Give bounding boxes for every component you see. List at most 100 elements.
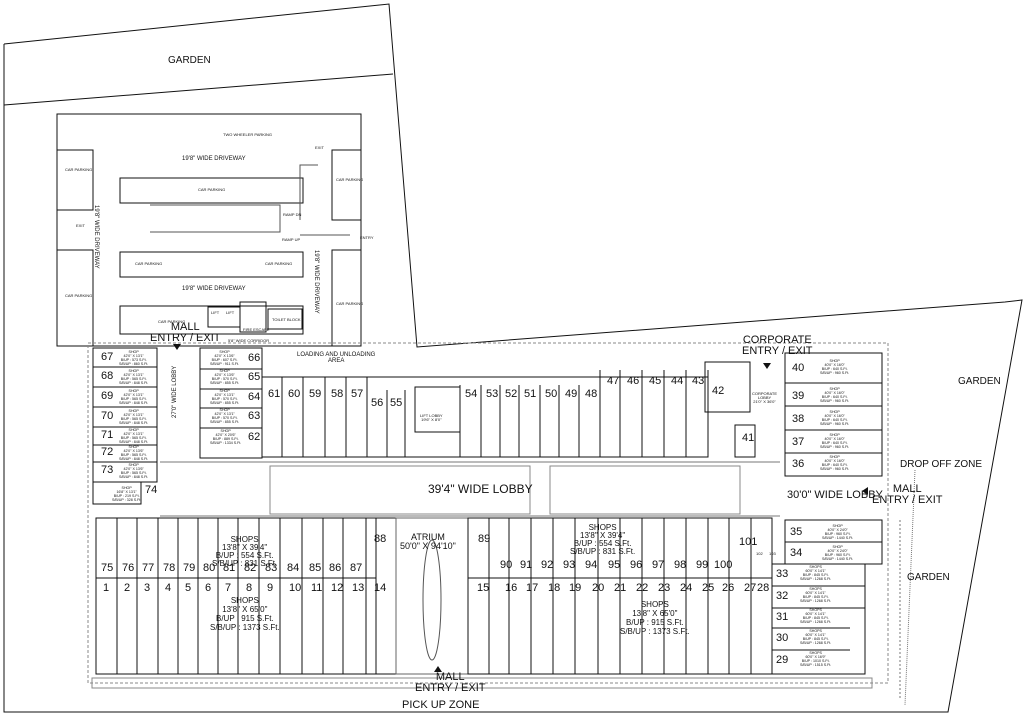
shop-number-69: 69: [101, 390, 114, 402]
lower-right-dividers: [488, 518, 752, 674]
shop-spec-31: SHOPS 60'0" X 14'1" B/UP : 845 S.Ft. S/B…: [800, 608, 832, 624]
driveway-top: 19'8" WIDE DRIVEWAY: [182, 156, 246, 162]
car-parking-label-1: CAR PARKING: [198, 187, 226, 192]
shop-number-61: 61: [268, 388, 281, 400]
shop-spec-36: SHOP 40'0" X 16'0" B/UP : 640 S.Ft. S/B/…: [820, 455, 850, 471]
shop-number-75: 75: [101, 562, 114, 574]
shop-number-41: 41: [742, 432, 755, 444]
shop-number-42: 42: [712, 385, 725, 397]
car-parking-left-1: [56, 149, 94, 211]
shop-number-45: 45: [649, 375, 662, 387]
parking-bay-bottom: [119, 251, 304, 278]
shop-number-44: 44: [671, 375, 684, 387]
ramp-up: RAMP UP: [282, 237, 301, 242]
shop-spec-38: SHOP 40'0" X 16'0" B/UP : 640 S.Ft. S/B/…: [820, 410, 850, 426]
shop-number-7: 7: [225, 582, 232, 594]
shop-spec-73: SHOP 42'0" X 13'6" B/UP : 565 S.Ft. S/B/…: [119, 463, 149, 479]
shop-number-93: 93: [563, 559, 576, 571]
corporate-lobby-box: [704, 361, 751, 413]
lift-label-2: LIFT: [226, 310, 235, 315]
shop-spec-71: SHOP 42'0" X 13'1" B/UP : 565 S.Ft. S/B/…: [119, 428, 149, 444]
shop-spec-37: SHOP 40'0" X 16'0" B/UP : 640 S.Ft. S/B/…: [820, 433, 850, 449]
lift-label-1: LIFT: [211, 310, 220, 315]
site-boundary: [3, 3, 1023, 713]
shop-number-51: 51: [524, 388, 537, 400]
mall-entry-top: MALL ENTRY / EXIT: [150, 321, 221, 344]
shop-74-box: [92, 481, 142, 505]
shop-number-9: 9: [267, 582, 274, 594]
shop-number-18: 18: [548, 582, 561, 594]
mall-entry-arrow-top: [173, 344, 181, 350]
mall-outline: [87, 342, 889, 684]
top-row-dividers: [281, 370, 709, 457]
shop-number-85: 85: [309, 562, 322, 574]
shop-spec-63: SHOP 42'0" X 13'1" B/UP : 570 S.Ft. S/B/…: [210, 408, 240, 424]
shop-number-28: 28: [757, 582, 770, 594]
shop-number-103: 103: [769, 551, 776, 556]
shop-number-99: 99: [696, 559, 709, 571]
exit-left: EXIT: [76, 223, 85, 228]
shop-41-box: [734, 424, 756, 458]
lift-lobby-box: [414, 386, 461, 433]
car-parking-right-2: [331, 249, 362, 347]
shop-number-32: 32: [776, 590, 789, 602]
right-shop-block: [784, 352, 883, 477]
shops-left-lower: SHOPS 13'8" X 65'0" B/UP : 915 S.Ft. S/B…: [210, 596, 280, 632]
shop-number-21: 21: [614, 582, 627, 594]
shop-number-6: 6: [205, 582, 212, 594]
shop-number-59: 59: [309, 388, 322, 400]
shop-spec-74: SHOP 16'8" X 13'1" B/UP : 219 S.Ft. S/B/…: [112, 486, 142, 502]
car-parking-label-7: CAR PARKING: [336, 177, 364, 182]
shop-number-71: 71: [101, 429, 114, 441]
shop-number-73: 73: [101, 464, 114, 476]
shop-number-17: 17: [526, 582, 539, 594]
east-lobby-void: [549, 465, 741, 515]
corridor-label: 5'8" WIDE CORRIDOR: [228, 338, 270, 343]
shops-left-upper: SHOPS 13'8" X 39'4" B/UP : 554 S.Ft. S/B…: [212, 535, 278, 568]
shop-number-27: 27: [744, 582, 757, 594]
shop-number-63: 63: [248, 410, 261, 422]
shop-number-38: 38: [792, 413, 805, 425]
car-parking-label-6: CAR PARKING: [65, 293, 93, 298]
shop-number-70: 70: [101, 410, 114, 422]
shop-number-95: 95: [608, 559, 621, 571]
loading-area: LOADING AND UNLOADING AREA: [297, 352, 376, 364]
shop-spec-72: SHOP 42'0" X 13'6" B/UP : 565 S.Ft. S/B/…: [119, 445, 149, 461]
shop-number-39: 39: [792, 390, 805, 402]
entry-right: ENTRY: [360, 235, 374, 240]
shop-number-40: 40: [792, 362, 805, 374]
shop-number-80: 80: [203, 562, 216, 574]
shop-spec-66: SHOP 42'0" X 13'6" B/UP : 607 S.Ft. S/B/…: [210, 350, 240, 366]
shop-spec-70: SHOP 42'0" X 13'1" B/UP : 565 S.Ft. S/B/…: [119, 409, 149, 425]
shop-number-48: 48: [585, 388, 598, 400]
shop-spec-65: SHOP 42'0" X 13'6" B/UP : 570 S.Ft. S/B/…: [210, 369, 240, 385]
shop-number-3: 3: [144, 582, 151, 594]
shop-number-90: 90: [500, 559, 513, 571]
shop-number-31: 31: [776, 611, 789, 623]
shop-number-58: 58: [331, 388, 344, 400]
wide-lobby-39: 39'4" WIDE LOBBY: [428, 482, 533, 496]
shop-number-2: 2: [124, 582, 131, 594]
fire-escape-stair: [239, 301, 267, 333]
mall-entry-bottom: MALL ENTRY / EXIT: [415, 671, 486, 694]
car-parking-label-4: CAR PARKING: [158, 319, 186, 324]
shop-number-74: 74: [145, 484, 158, 496]
shop-number-100: 100: [714, 559, 733, 571]
atrium-void: [422, 539, 442, 661]
shop-number-84: 84: [287, 562, 300, 574]
shops-right-lower: SHOPS 13'8" X 65'0" B/UP : 915 S.Ft. S/B…: [620, 600, 690, 636]
shop-number-87: 87: [350, 562, 363, 574]
shop-number-25: 25: [702, 582, 715, 594]
garden-label-top: GARDEN: [168, 55, 211, 66]
shops-right-upper: SHOPS 13'8" X 39'4" B/UP : 554 S.Ft. S/B…: [570, 523, 636, 556]
shop-number-101: 101: [739, 536, 758, 548]
shop-number-37: 37: [792, 436, 805, 448]
shop-spec-64: SHOP 42'0" X 13'1" B/UP : 570 S.Ft. S/B/…: [210, 389, 240, 405]
driveway-mid: 19'8" WIDE DRIVEWAY: [182, 286, 246, 292]
lower-left-dividers: [116, 518, 367, 674]
corporate-entry-arrow: [763, 363, 771, 369]
shop-number-35: 35: [790, 526, 803, 538]
shop-number-26: 26: [722, 582, 735, 594]
shop-number-91: 91: [520, 559, 533, 571]
